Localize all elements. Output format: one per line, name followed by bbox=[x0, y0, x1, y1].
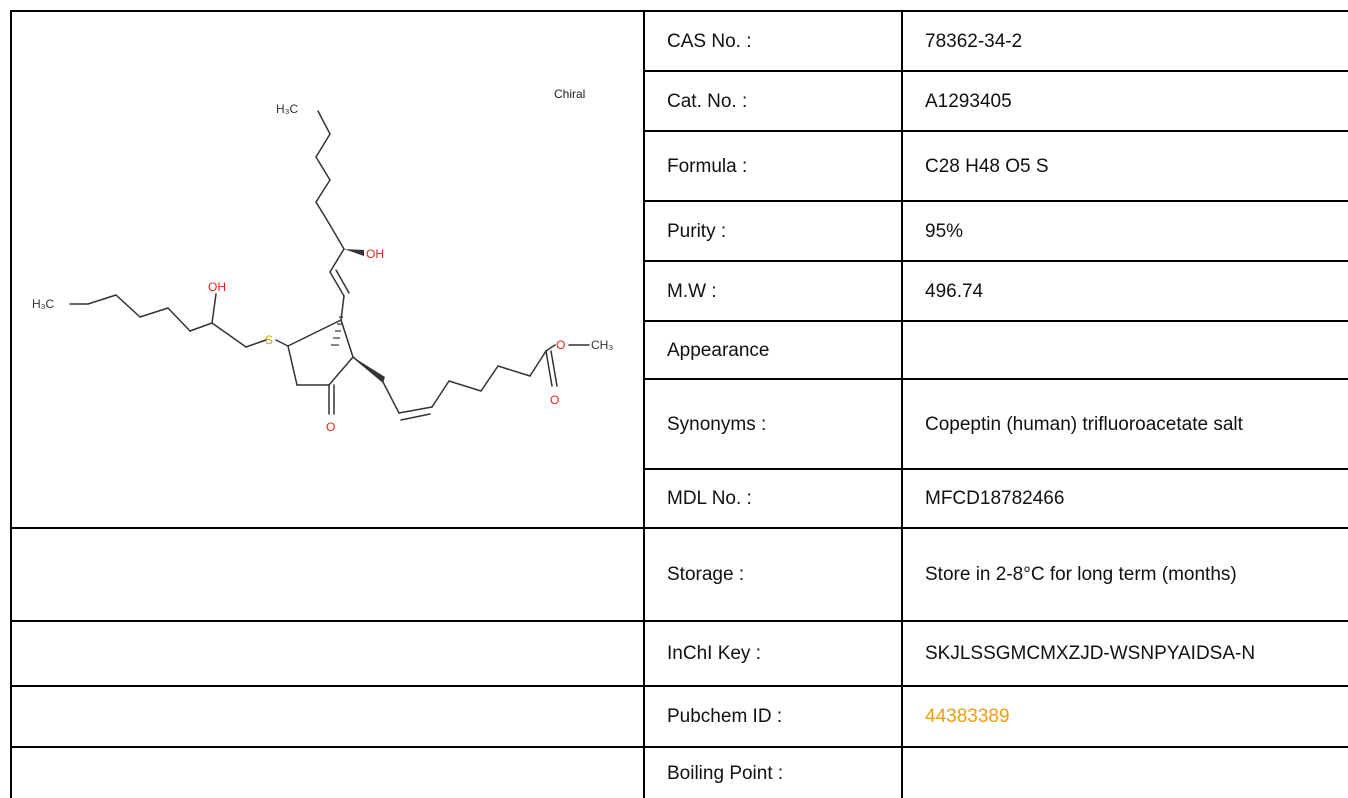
grid-line bbox=[901, 10, 903, 798]
chiral-label: Chiral bbox=[554, 87, 585, 101]
inchi-key-label: InChI Key : bbox=[667, 643, 761, 664]
atom-label-h3c-top: H₃C bbox=[276, 102, 299, 116]
grid-line bbox=[10, 10, 12, 798]
chemical-structure-image: Chiral H₃C OH OH H₃C S O CH₃ O O bbox=[32, 87, 613, 434]
mdl-number-label: MDL No. : bbox=[667, 488, 752, 509]
cas-number-label: CAS No. : bbox=[667, 30, 752, 52]
grid-line bbox=[643, 130, 1348, 132]
boiling-point-value bbox=[925, 748, 1345, 798]
grid-line bbox=[643, 378, 1348, 380]
pubchem-id-link[interactable]: 44383389 bbox=[925, 706, 1010, 727]
atom-label-oh-top: OH bbox=[366, 247, 384, 261]
atom-label-o-ketone: O bbox=[326, 420, 335, 434]
atom-label-ch3-ester: CH₃ bbox=[591, 338, 613, 352]
grid-line bbox=[10, 746, 1348, 748]
grid-line bbox=[643, 10, 645, 798]
atom-label-o-carbonyl: O bbox=[550, 393, 559, 407]
appearance-label: Appearance bbox=[667, 339, 770, 361]
catalog-number-label: Cat. No. : bbox=[667, 90, 748, 112]
synonyms-label: Synonyms : bbox=[667, 413, 767, 435]
atom-label-s: S bbox=[265, 333, 273, 347]
inchi-key-value: SKJLSSGMCMXZJD-WSNPYAIDSA-N bbox=[925, 643, 1256, 664]
grid-line bbox=[10, 620, 1348, 622]
grid-line bbox=[10, 685, 1348, 687]
grid-line bbox=[643, 200, 1348, 202]
grid-line bbox=[643, 320, 1348, 322]
pubchem-id-label: Pubchem ID : bbox=[667, 706, 783, 727]
storage-label: Storage : bbox=[667, 564, 745, 585]
molecular-weight-value: 496.74 bbox=[925, 280, 984, 302]
purity-label: Purity : bbox=[667, 220, 727, 242]
purity-value: 95% bbox=[925, 220, 964, 242]
grid-line bbox=[643, 70, 1348, 72]
grid-line bbox=[10, 10, 1348, 12]
grid-line bbox=[10, 527, 1348, 529]
grid-line bbox=[643, 468, 1348, 470]
atom-label-h3c-left: H₃C bbox=[32, 297, 55, 311]
synonyms-value: Copeptin (human) trifluoroacetate salt bbox=[925, 413, 1243, 435]
formula-label: Formula : bbox=[667, 155, 748, 177]
molecular-weight-label: M.W : bbox=[667, 280, 717, 302]
cas-number-value: 78362-34-2 bbox=[925, 30, 1023, 52]
mdl-number-value: MFCD18782466 bbox=[925, 488, 1065, 509]
formula-value: C28 H48 O5 S bbox=[925, 155, 1049, 177]
atom-label-o-ester: O bbox=[556, 338, 565, 352]
appearance-value bbox=[925, 322, 1345, 378]
boiling-point-label: Boiling Point : bbox=[667, 762, 784, 784]
atom-label-oh-left: OH bbox=[208, 280, 226, 294]
grid-line bbox=[643, 260, 1348, 262]
catalog-number-value: A1293405 bbox=[925, 90, 1012, 112]
storage-value: Store in 2-8°C for long term (months) bbox=[925, 564, 1237, 585]
